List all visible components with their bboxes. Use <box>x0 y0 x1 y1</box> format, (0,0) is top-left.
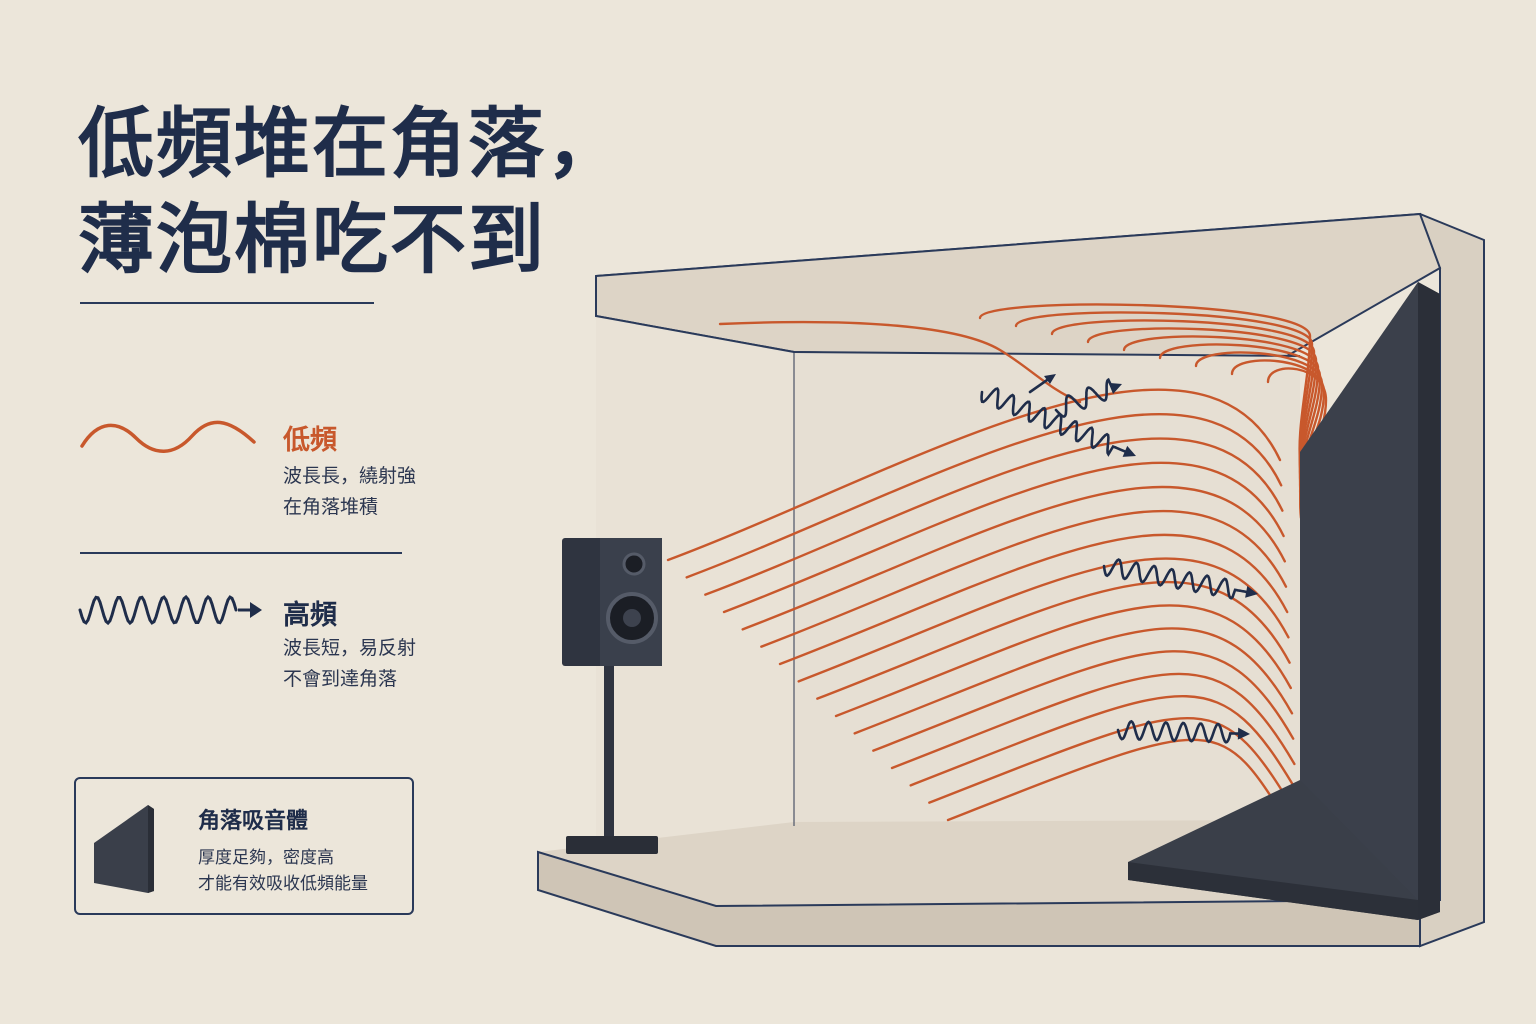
low-frequency-curve <box>704 437 1284 596</box>
low-frequency-curve <box>946 738 1300 842</box>
high-frequency-squiggle <box>1116 719 1246 744</box>
low-desc-line-1: 波長長，繞射強 <box>283 465 417 487</box>
absorber-title: 角落吸音體 <box>198 809 309 834</box>
high-frequency-label: 高頻 <box>283 600 337 631</box>
low-desc-line-2: 在角落堆積 <box>283 496 379 518</box>
arrow-head-icon <box>1237 727 1250 740</box>
page-title: 低頻堆在角落， 薄泡棉吃不到 <box>78 96 624 288</box>
legend-divider <box>80 552 402 554</box>
speaker <box>562 538 662 854</box>
low-frequency-curve <box>718 320 1082 404</box>
high-frequency-squiggle <box>1102 558 1254 600</box>
arrow-head-icon <box>1245 585 1258 598</box>
high-desc-line-2: 不會到達角落 <box>283 668 398 690</box>
high-frequency-waves <box>980 374 1258 744</box>
low-frequency-curve <box>797 557 1290 683</box>
low-frequency-curve <box>834 604 1292 718</box>
low-frequency-curve <box>928 716 1298 816</box>
low-frequency-ceiling-loop <box>1086 327 1318 490</box>
low-frequency-ceiling-loop <box>1014 311 1314 478</box>
high-desc-line-1: 波長短，易反射 <box>283 637 417 659</box>
speaker-stand-pole <box>604 666 614 842</box>
absorber-description: 厚度足夠，密度高 才能有效吸收低頻能量 <box>198 845 368 897</box>
low-frequency-ceiling-loop <box>1122 335 1320 496</box>
low-frequency-ceiling-loop <box>978 303 1312 472</box>
low-frequency-curve <box>909 694 1297 791</box>
title-divider <box>80 302 374 304</box>
low-frequency-description: 波長長，繞射強 在角落堆積 <box>283 461 416 523</box>
corner-absorber-panel <box>1300 282 1440 920</box>
room-back-wall <box>794 352 1300 826</box>
speaker-tweeter <box>622 552 646 576</box>
corner-absorber-callout: 角落吸音體 厚度足夠，密度高 才能有效吸收低頻能量 <box>74 777 414 915</box>
absorber-desc-line-1: 厚度足夠，密度高 <box>198 848 334 868</box>
low-frequency-curve <box>890 672 1296 770</box>
high-frequency-description: 波長短，易反射 不會到達角落 <box>283 633 416 695</box>
high-frequency-wave-icon <box>78 594 262 626</box>
corner-bass-trap-icon <box>94 805 154 893</box>
high-frequency-squiggle <box>1054 377 1118 418</box>
arrow-head-icon <box>1044 374 1056 384</box>
title-line-1: 低頻堆在角落， <box>78 99 624 188</box>
high-frequency-squiggle <box>1028 376 1052 394</box>
low-frequency-label: 低頻 <box>283 425 337 456</box>
low-frequency-curve <box>778 533 1289 666</box>
speaker-stand-base <box>566 836 658 854</box>
arrow-head-icon <box>1108 382 1122 394</box>
arrow-head-icon <box>1122 445 1136 457</box>
low-frequency-curve <box>685 413 1283 579</box>
low-frequency-wave-icon <box>80 420 256 453</box>
absorber-desc-line-2: 才能有效吸收低頻能量 <box>198 874 368 894</box>
low-frequency-curve <box>722 461 1285 614</box>
title-line-2: 薄泡棉吃不到 <box>78 195 546 284</box>
low-frequency-curve <box>760 509 1288 648</box>
low-frequency-curve <box>816 580 1291 700</box>
high-frequency-squiggle <box>980 387 1132 457</box>
low-frequency-curve <box>872 650 1295 752</box>
low-frequency-ceiling-loop <box>1050 319 1316 484</box>
low-frequency-curve <box>666 388 1282 562</box>
low-frequency-curve <box>853 627 1294 735</box>
low-frequency-waves <box>666 303 1328 842</box>
room-floor-edge <box>537 850 1421 947</box>
low-frequency-curve <box>741 485 1286 631</box>
room-left-wall <box>596 316 794 852</box>
